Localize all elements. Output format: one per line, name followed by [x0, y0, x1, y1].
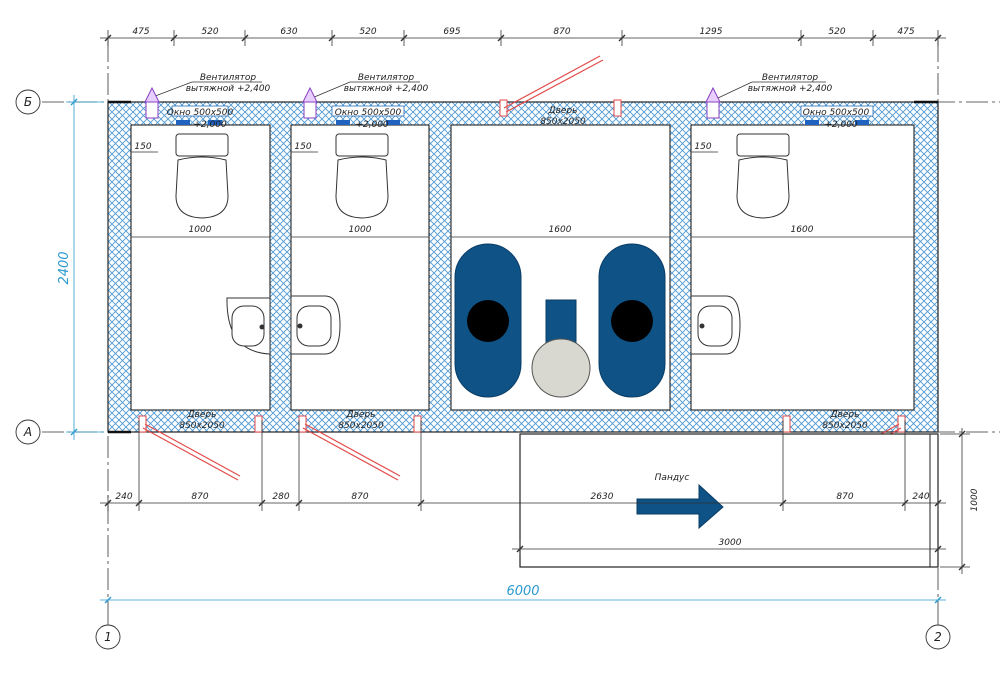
ramp: Пандус [519, 433, 939, 568]
height-dimension: 2400 [57, 95, 104, 440]
basin-round [531, 338, 591, 398]
room-width-2: 1000 [349, 225, 372, 235]
ventilator-2: Вентилятор вытяжной +2,400 [302, 73, 429, 119]
door-top-label: Дверь [548, 106, 578, 116]
room-width-4: 1600 [791, 225, 814, 235]
top-dimension-chain: 475 520 630 520 695 870 1295 520 475 [100, 27, 946, 46]
ramp-width-dimension: 3000 [512, 538, 946, 556]
toilet-2 [335, 133, 389, 219]
bottom-dim-3: 280 [272, 492, 289, 502]
accessible-fixtures [454, 243, 666, 398]
ventilator-label-3: Вентилятор [762, 73, 819, 83]
small-dims: 150 150 150 [131, 142, 718, 153]
door-room-1: Дверь 850х2050 [138, 410, 263, 481]
bottom-dim-6: 870 [836, 492, 853, 502]
bottom-dim-1: 240 [115, 492, 132, 502]
window-label-2: Окно 500х500 [335, 108, 402, 118]
washbasin-3 [690, 295, 741, 355]
axis-bubble-a: А [15, 419, 41, 445]
building [107, 100, 939, 434]
door-2-size: 850х2050 [338, 421, 384, 431]
top-dim-5: 695 [443, 27, 460, 37]
ramp-width-label: 3000 [719, 538, 742, 548]
door-top-size: 850х2050 [540, 117, 586, 127]
axis-label-b: Б [24, 95, 32, 109]
window-label-1: Окно 500х500 [167, 108, 234, 118]
top-dim-9: 475 [897, 27, 914, 37]
room-4 [690, 124, 915, 411]
axis-label-1: 1 [104, 630, 112, 644]
top-dim-4: 520 [359, 27, 376, 37]
overall-width-label: 6000 [506, 584, 539, 599]
bottom-dim-2: 870 [191, 492, 208, 502]
room-width-3: 1600 [549, 225, 572, 235]
axis-label-a: А [23, 425, 32, 439]
ventilator-level-2: вытяжной +2,400 [344, 84, 429, 94]
axis-bubble-1: 1 [95, 615, 121, 650]
door-top: Дверь 850х2050 [499, 55, 622, 127]
top-dim-2: 520 [201, 27, 218, 37]
small-dim-1: 150 [134, 142, 151, 152]
ventilator-level-3: вытяжной +2,400 [748, 84, 833, 94]
ventilator-label-2: Вентилятор [358, 73, 415, 83]
bottom-dim-5: 2630 [591, 492, 614, 502]
window-level-3: +2,000 [824, 120, 858, 130]
window-2: Окно 500х500 +2,000 [331, 105, 405, 130]
bottom-dim-7: 240 [912, 492, 929, 502]
overall-width-dimension: 6000 [100, 584, 946, 604]
top-dim-6: 870 [553, 27, 570, 37]
door-1-label: Дверь [187, 410, 217, 420]
ventilator-level-1: вытяжной +2,400 [186, 84, 271, 94]
room-width-dims: 1000 1000 1600 1600 [131, 225, 914, 238]
washbasin-2 [290, 295, 341, 355]
room-width-1: 1000 [189, 225, 212, 235]
door-1-size: 850х2050 [179, 421, 225, 431]
ramp-height-label: 1000 [970, 488, 980, 511]
door-4-size: 850х2050 [822, 421, 868, 431]
ventilator-1: Вентилятор вытяжной +2,400 [144, 73, 271, 119]
small-dim-3: 150 [694, 142, 711, 152]
height-dim-label: 2400 [57, 251, 72, 284]
ramp-label: Пандус [655, 473, 690, 483]
ventilator-label-1: Вентилятор [200, 73, 257, 83]
axis-bubble-2: 2 [925, 615, 951, 650]
top-dim-1: 475 [132, 27, 149, 37]
door-4-label: Дверь [830, 410, 860, 420]
axis-label-2: 2 [934, 630, 942, 644]
window-level-1: +2,000 [193, 120, 227, 130]
toilet-3 [736, 133, 790, 219]
window-3: Окно 500х500 +2,000 [800, 105, 874, 130]
toilet-opening-right [611, 300, 653, 342]
small-dim-2: 150 [294, 142, 311, 152]
door-2-label: Дверь [346, 410, 376, 420]
toilet-1 [175, 133, 229, 219]
axis-bubble-b: Б [15, 89, 41, 115]
washbasin-1 [226, 297, 271, 355]
bottom-dimension-chain: 240 870 280 870 2630 870 240 [100, 420, 946, 511]
cistern [545, 299, 577, 347]
bottom-dim-4: 870 [351, 492, 368, 502]
top-dim-7: 1295 [700, 27, 723, 37]
top-dim-3: 630 [280, 27, 297, 37]
window-level-2: +2,000 [355, 120, 389, 130]
ramp-arrow-icon [636, 483, 724, 530]
toilet-opening-left [467, 300, 509, 342]
top-dim-8: 520 [828, 27, 845, 37]
window-1: Окно 500х500 +2,000 [167, 105, 234, 130]
ramp-height-dimension: 1000 [940, 428, 980, 574]
window-label-3: Окно 500х500 [803, 108, 870, 118]
ventilator-3: Вентилятор вытяжной +2,400 [705, 73, 833, 119]
